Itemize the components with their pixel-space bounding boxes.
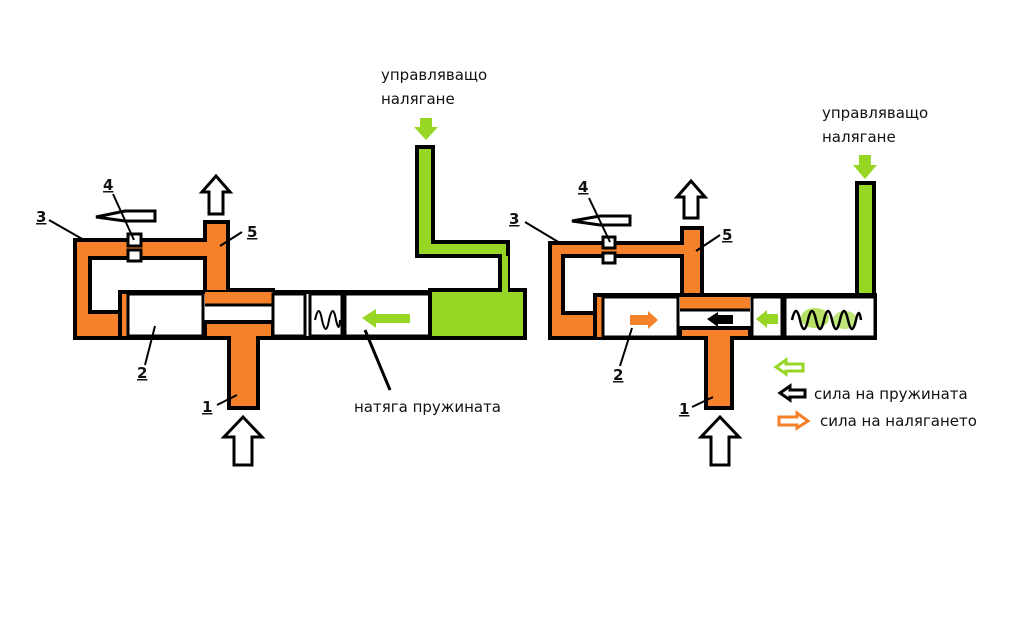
right-outlet-arrow-up-icon (673, 178, 709, 220)
right-label-4: 4 (578, 178, 588, 196)
spring-tension-label: натяга пружината (354, 398, 501, 416)
left-label-2: 2 (137, 364, 147, 382)
left-label-3: 3 (36, 208, 46, 226)
left-passage-1 (203, 320, 275, 410)
left-label-1: 1 (202, 398, 212, 416)
right-label-3: 3 (509, 210, 519, 228)
right-orange-force-arrow-icon (630, 311, 658, 329)
left-body-orange-strip (122, 294, 128, 336)
left-valve-4-top (126, 232, 143, 248)
left-green-arrow-icon (362, 309, 410, 328)
legend-orange-arrow-icon (777, 410, 811, 431)
right-control-label-line2: налягане (822, 128, 896, 146)
right-control-input-arrow-icon (853, 155, 877, 179)
right-inlet-arrow-up-icon (697, 414, 743, 467)
right-body-orange-strip (597, 297, 603, 337)
left-valve-diagram: 1 2 3 4 5 управляващо налягане натяга пр… (36, 66, 527, 467)
legend-spring-force-label: сила на пружината (814, 385, 968, 403)
right-label-1: 1 (679, 400, 689, 418)
left-spool-block (271, 292, 307, 338)
right-control-line (855, 181, 876, 297)
left-label-4: 4 (103, 176, 113, 194)
legend-green-arrow-icon (773, 357, 805, 377)
left-spring-icon (314, 310, 341, 330)
right-label-5: 5 (722, 226, 732, 244)
left-control-label-line1: управляващо (381, 66, 487, 84)
right-valve-4-bottom (601, 251, 617, 265)
legend: сила на пружината сила на налягането (773, 357, 977, 431)
right-control-label-line1: управляващо (822, 104, 928, 122)
right-passage-1 (678, 326, 752, 410)
right-green-arrow-icon (756, 310, 778, 328)
left-passage-top-fill (205, 292, 273, 305)
right-valve-diagram: 1 2 3 4 5 управляващо налягане (509, 104, 928, 467)
right-black-spring-arrow-icon (707, 312, 733, 327)
left-control-input-arrow-icon (414, 118, 438, 140)
left-label-5: 5 (247, 223, 257, 241)
left-piston-2 (126, 292, 205, 338)
right-exhaust-arrow-4 (571, 214, 632, 227)
left-control-line (415, 145, 527, 340)
left-inlet-arrow-up-icon (220, 414, 266, 467)
left-valve-4-bottom (126, 248, 143, 263)
legend-black-arrow-icon (777, 383, 807, 403)
legend-pressure-force-label: сила на налягането (820, 412, 977, 430)
right-valve-4-top (601, 235, 617, 250)
right-label-2: 2 (613, 366, 623, 384)
left-outlet-arrow-up-icon (198, 173, 234, 216)
right-spring-icon (790, 309, 863, 331)
left-control-label-line2: налягане (381, 90, 455, 108)
